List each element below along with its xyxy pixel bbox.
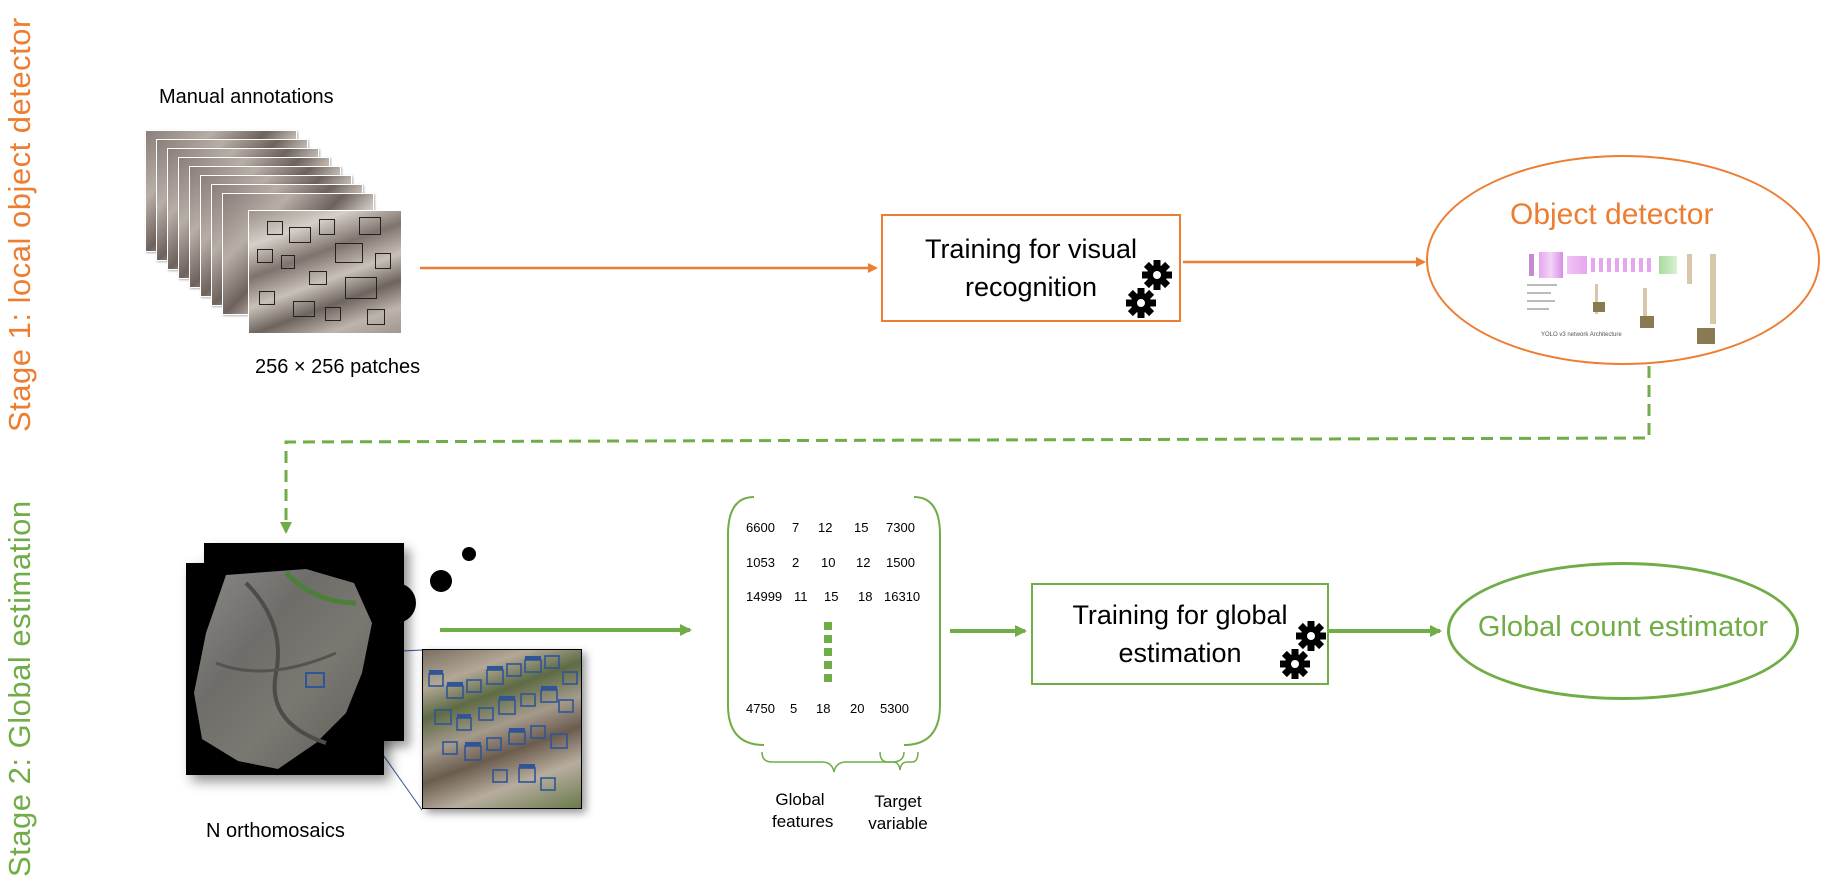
gear-icon <box>1126 260 1172 318</box>
cell-r0-c3: 15 <box>854 520 869 535</box>
table-braces <box>761 751 919 773</box>
cell-r0-c1: 7 <box>792 520 800 535</box>
cell-r2-c0: 14999 <box>746 589 783 604</box>
gear-icon <box>1280 621 1326 679</box>
cell-r3-c2: 18 <box>816 701 831 716</box>
training-visual-line2: recognition <box>964 272 1098 302</box>
arrow-detector-to-orthomosaics <box>280 366 1651 534</box>
cell-r0-c4: 7300 <box>886 520 915 535</box>
cell-r2-c2: 15 <box>824 589 839 604</box>
yolo-caption: YOLO v3 network Architecture <box>1541 332 1622 338</box>
orthomosaics-stack <box>186 543 586 813</box>
cell-r1-c4: 1500 <box>886 555 915 570</box>
cell-r3-c4: 5300 <box>880 701 909 716</box>
training-global-line1: Training for global <box>1072 600 1288 630</box>
cell-r1-c0: 1053 <box>746 555 775 570</box>
annotated-patches-stack <box>145 130 405 340</box>
feature-table: 6600 7 12 15 7300 1053 2 10 12 1500 1499… <box>744 518 934 728</box>
cell-r2-c4: 16310 <box>884 589 921 604</box>
global-features-label: Global features <box>772 790 834 831</box>
patches-size-label: 256 × 256 patches <box>255 356 421 378</box>
training-global-line2: estimation <box>1118 638 1242 668</box>
cell-r3-c1: 5 <box>790 701 798 716</box>
object-detector-title: Object detector <box>1510 198 1714 231</box>
global-count-estimator-title: Global count estimator <box>1477 611 1769 643</box>
yolo-architecture-thumbnail: YOLO v3 network Architecture <box>1525 248 1725 348</box>
cell-r1-c2: 10 <box>821 555 836 570</box>
training-global-estimation-box: Training for global estimation <box>1031 583 1329 685</box>
cell-r1-c3: 12 <box>856 555 871 570</box>
training-visual-line1: Training for visual <box>924 234 1138 264</box>
manual-annotations-label: Manual annotations <box>159 86 334 108</box>
feature-table-bracket <box>727 496 941 746</box>
target-variable-label: Target variable <box>868 792 928 833</box>
cell-r2-c1: 11 <box>794 589 808 604</box>
cell-r0-c2: 12 <box>818 520 833 535</box>
orthomosaics-label: N orthomosaics <box>206 820 345 842</box>
detection-inset-image <box>422 649 582 809</box>
cell-r3-c0: 4750 <box>746 701 775 716</box>
ellipsis-dots <box>824 622 832 682</box>
cell-r2-c3: 18 <box>858 589 873 604</box>
cell-r0-c0: 6600 <box>746 520 775 535</box>
cell-r3-c3: 20 <box>850 701 865 716</box>
cell-r1-c1: 2 <box>792 555 800 570</box>
global-count-estimator-ellipse <box>1447 562 1799 700</box>
